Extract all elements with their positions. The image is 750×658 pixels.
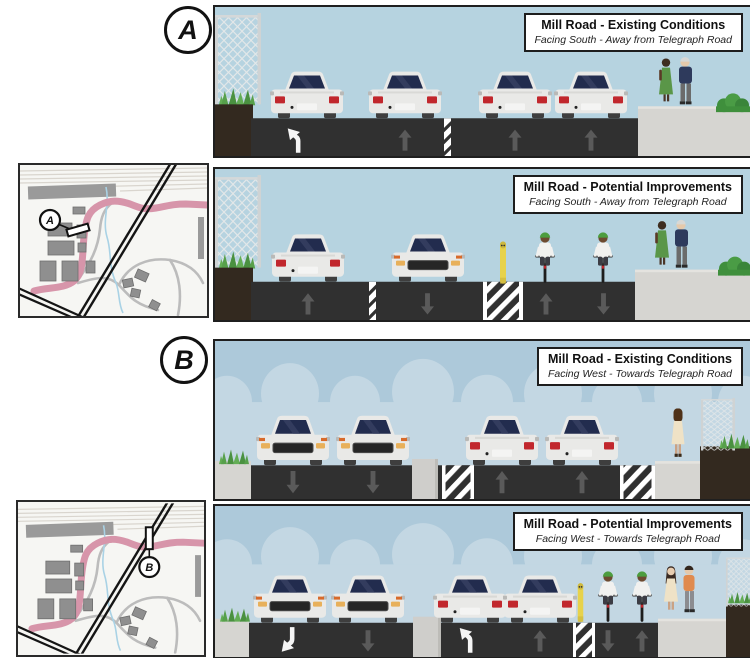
panel-b-existing: Mill Road - Existing Conditions Facing W… [213,339,750,501]
panel-title: Mill Road - Potential Improvements [523,517,732,531]
flex-post-bollard [577,583,584,622]
buffer-hatch [483,281,523,320]
section-a-badge: A [164,6,212,54]
dirt [215,104,253,156]
map-label-a: A [45,215,54,227]
panel-b-improvements: Mill Road - Potential Improvements Facin… [213,504,750,658]
chain-link-fence [215,175,261,268]
panel-a-improvements: Mill Road - Potential Improvements Facin… [213,167,750,322]
concrete-median [413,616,441,657]
panel-title: Mill Road - Existing Conditions [547,352,732,366]
cross-section-marker-b [144,526,154,551]
basemap [18,502,204,655]
centerline-stripe [444,118,451,156]
chain-link-fence [215,12,261,105]
road [249,622,658,657]
panel-title-box: Mill Road - Potential Improvements Facin… [512,175,743,215]
concrete-median [412,458,438,499]
buffer-hatch [442,465,474,499]
map-label-circle-a [38,208,62,232]
panel-subtitle: Facing West - Towards Telegraph Road [535,532,720,545]
buffer-hatch [573,622,595,657]
cross-section-a-improvements [215,169,750,320]
location-map-a: A [18,163,209,318]
map-label-circle-b [138,556,161,579]
buffer-hatch [620,465,655,499]
sidewalk [638,106,750,156]
panel-title: Mill Road - Potential Improvements [523,180,732,194]
sidewalk [635,269,750,320]
panel-title-box: Mill Road - Existing Conditions Facing S… [523,13,743,53]
dirt [215,267,253,320]
flex-post-bollard [500,241,506,284]
cross-section-marker-a [65,222,91,238]
sidewalk [215,618,249,657]
cross-section-b-existing [215,341,750,499]
road [251,281,635,320]
panel-subtitle: Facing West - Towards Telegraph Road [547,367,732,380]
panel-title: Mill Road - Existing Conditions [541,18,726,32]
map-label-b: B [145,562,153,574]
cross-section-b-improvements [215,506,750,657]
sidewalk [655,461,700,499]
section-a-badge-letter: A [178,14,198,45]
panel-subtitle: Facing South - Away from Telegraph Road [529,195,727,208]
section-b-badge: B [160,336,208,384]
panel-a-existing: Mill Road - Existing Conditions Facing S… [213,5,750,158]
section-b-badge-letter: B [174,344,194,375]
dirt [700,446,750,499]
panel-subtitle: Facing South - Away from Telegraph Road [534,33,732,46]
panel-title-box: Mill Road - Potential Improvements Facin… [512,512,743,552]
dirt [726,604,750,657]
sidewalk [215,461,251,499]
basemap [20,165,207,316]
location-map-b: B [16,500,206,657]
centerline-stripe [369,281,376,320]
map-a-svg: A [20,165,207,316]
map-b-svg: B [18,502,204,655]
panel-title-box: Mill Road - Existing Conditions Facing W… [536,347,743,387]
sidewalk [658,618,726,657]
